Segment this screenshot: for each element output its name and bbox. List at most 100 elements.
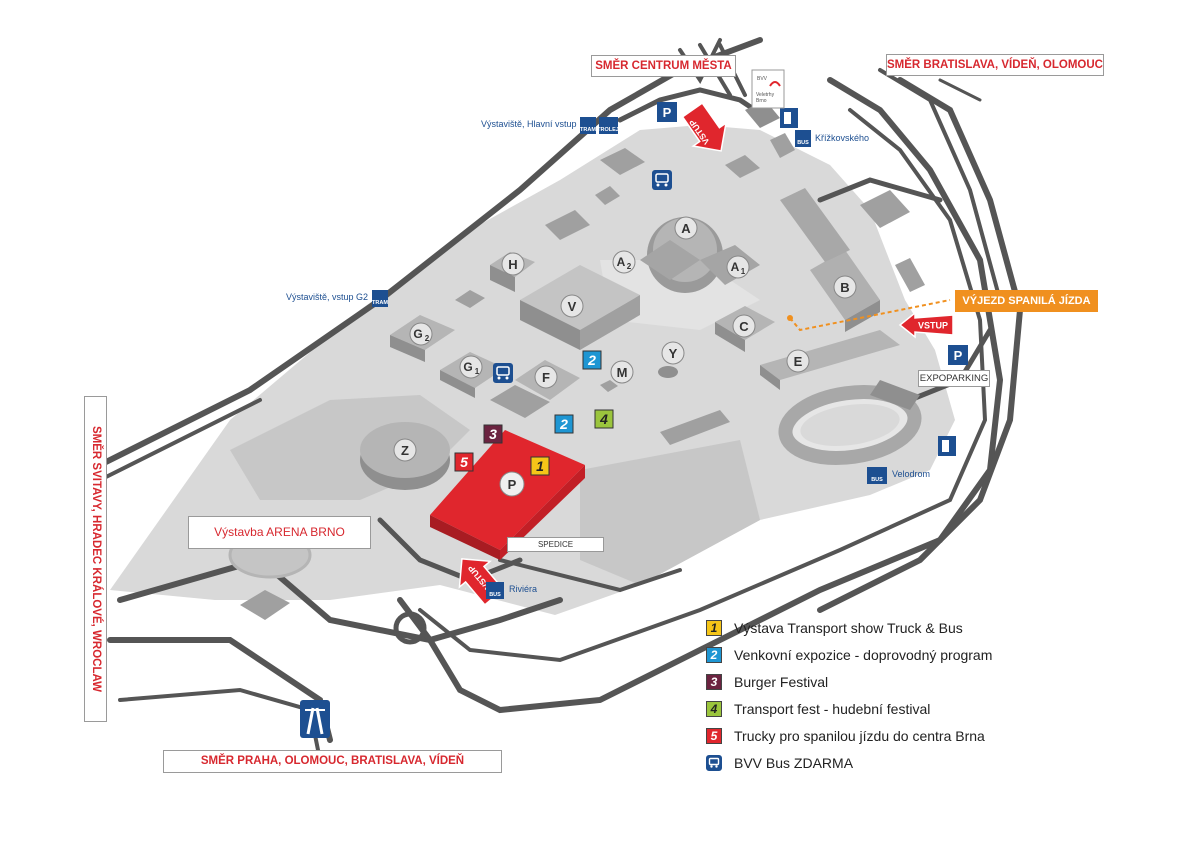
pavilion-b: B [833,275,857,299]
legend-badge-1: 1 [706,619,722,636]
direction-svitavy: SMĚR SVITAVY, HRADEC KRÁLOVÉ, WROCLAW [84,396,107,722]
legend-label: Výstava Transport show Truck & Bus [734,619,963,636]
pavilion-y: Y [661,341,685,365]
legend: 1 Výstava Transport show Truck & Bus 2 V… [706,614,992,776]
trolleybus-icon: TROLEJ [597,117,619,134]
bus-stops-map [493,170,672,383]
svg-text:3: 3 [489,426,497,442]
pavilion-e: E [786,349,810,373]
legend-badge-2: 2 [706,646,722,663]
pavilion-f: F [534,365,558,389]
stop-velodrom: Velodrom [892,469,931,479]
svg-text:Brno: Brno [756,98,767,104]
svg-text:2: 2 [587,352,596,368]
direction-praha: SMĚR PRAHA, OLOMOUC, BRATISLAVA, VÍDEŇ [163,750,502,773]
pavilion-p: P [499,471,525,497]
svg-text:1: 1 [741,267,746,276]
svg-text:Y: Y [669,346,678,361]
tram-icon: TRAM [580,117,596,134]
parking-icon-north: P [657,102,677,122]
bus-stop-icon: BUS [867,467,887,484]
svg-text:B: B [840,280,849,295]
svg-text:TRAM: TRAM [372,300,388,306]
pavilion-m: M [610,360,634,384]
highway-icon [300,700,330,738]
pavilion-a: A [674,216,698,240]
marker-1: 1 [530,456,550,476]
svg-text:1: 1 [475,367,480,376]
bus-icon [706,754,722,771]
svg-text:5: 5 [460,454,468,470]
bus-icon [493,363,513,383]
fuel-icon [938,436,956,456]
bus-stop-icon: BUS [795,130,811,147]
parking-icon-east: P [948,345,968,365]
marker-2-south: 2 [554,414,574,434]
svg-text:BUS: BUS [871,477,883,483]
stop-krizkovskeho: Křížkovského [815,133,870,143]
tram-icon: TRAM [372,290,388,307]
bus-stop-icon: BUS [486,582,504,599]
pavilion-v: V [560,294,584,318]
pavilion-z: Z [393,438,417,462]
svg-text:G: G [463,360,472,374]
svg-text:VSTUP: VSTUP [918,321,948,331]
pavilion-c: C [732,314,756,338]
entrance-arrow-east: VSTUP [898,311,954,339]
svg-text:1: 1 [536,458,544,474]
arena-label: Výstavba ARENA BRNO [188,516,371,549]
exit-route [789,299,951,332]
legend-item-1: 1 Výstava Transport show Truck & Bus [706,614,992,641]
marker-3: 3 [483,424,503,444]
marker-2-north: 2 [582,350,602,370]
svg-text:H: H [508,257,517,272]
legend-item-3: 3 Burger Festival [706,668,992,695]
svg-text:Veletrhy: Veletrhy [756,92,775,98]
spedice-label: SPEDICE [507,537,604,552]
svg-text:F: F [542,370,550,385]
svg-text:TROLEJ: TROLEJ [597,127,619,133]
legend-badge-5: 5 [706,727,722,744]
event-markers: 1 2 2 3 4 5 [454,350,614,476]
legend-badge-3: 3 [706,673,722,690]
svg-text:V: V [568,299,577,314]
fuel-icon [780,108,798,128]
svg-text:P: P [663,105,672,120]
svg-text:TRAM: TRAM [580,127,596,133]
svg-text:BUS: BUS [489,592,501,598]
bus-icon [652,170,672,190]
legend-item-bus: BVV Bus ZDARMA [706,749,992,776]
svg-text:A: A [681,221,691,236]
svg-text:M: M [617,365,628,380]
svg-text:2: 2 [559,416,568,432]
stop-riviera: Riviéra [509,584,538,594]
legend-item-2: 2 Venkovní expozice - doprovodný program [706,641,992,668]
legend-badge-4: 4 [706,700,722,717]
direction-city-center: SMĚR CENTRUM MĚSTA [591,55,736,77]
legend-label: Burger Festival [734,673,829,690]
transit-badges: TRAM TROLEJ TRAM BUS BUS BUS [372,117,887,599]
svg-text:BUS: BUS [797,140,809,146]
legend-item-5: 5 Trucky pro spanilou jízdu do centra Br… [706,722,992,749]
svg-text:Z: Z [401,443,409,458]
exit-spanila-jizda-label: VÝJEZD SPANILÁ JÍZDA [955,290,1098,312]
legend-label: Venkovní expozice - doprovodný program [734,646,993,663]
stop-g2-entrance: Výstaviště, vstup G2 [286,292,369,302]
bvv-logo-sign: BVV Veletrhy Brno [751,69,785,109]
legend-label: Transport fest - hudební festival [734,700,931,717]
svg-text:2: 2 [425,334,430,343]
svg-text:G: G [413,327,422,341]
parking-signs: P P [657,102,968,365]
svg-text:A: A [731,260,740,274]
svg-text:4: 4 [599,411,608,427]
svg-text:P: P [954,348,963,363]
legend-label: Trucky pro spanilou jízdu do centra Brna [734,727,985,744]
svg-text:BVV: BVV [757,76,768,82]
legend-item-4: 4 Transport fest - hudební festival [706,695,992,722]
